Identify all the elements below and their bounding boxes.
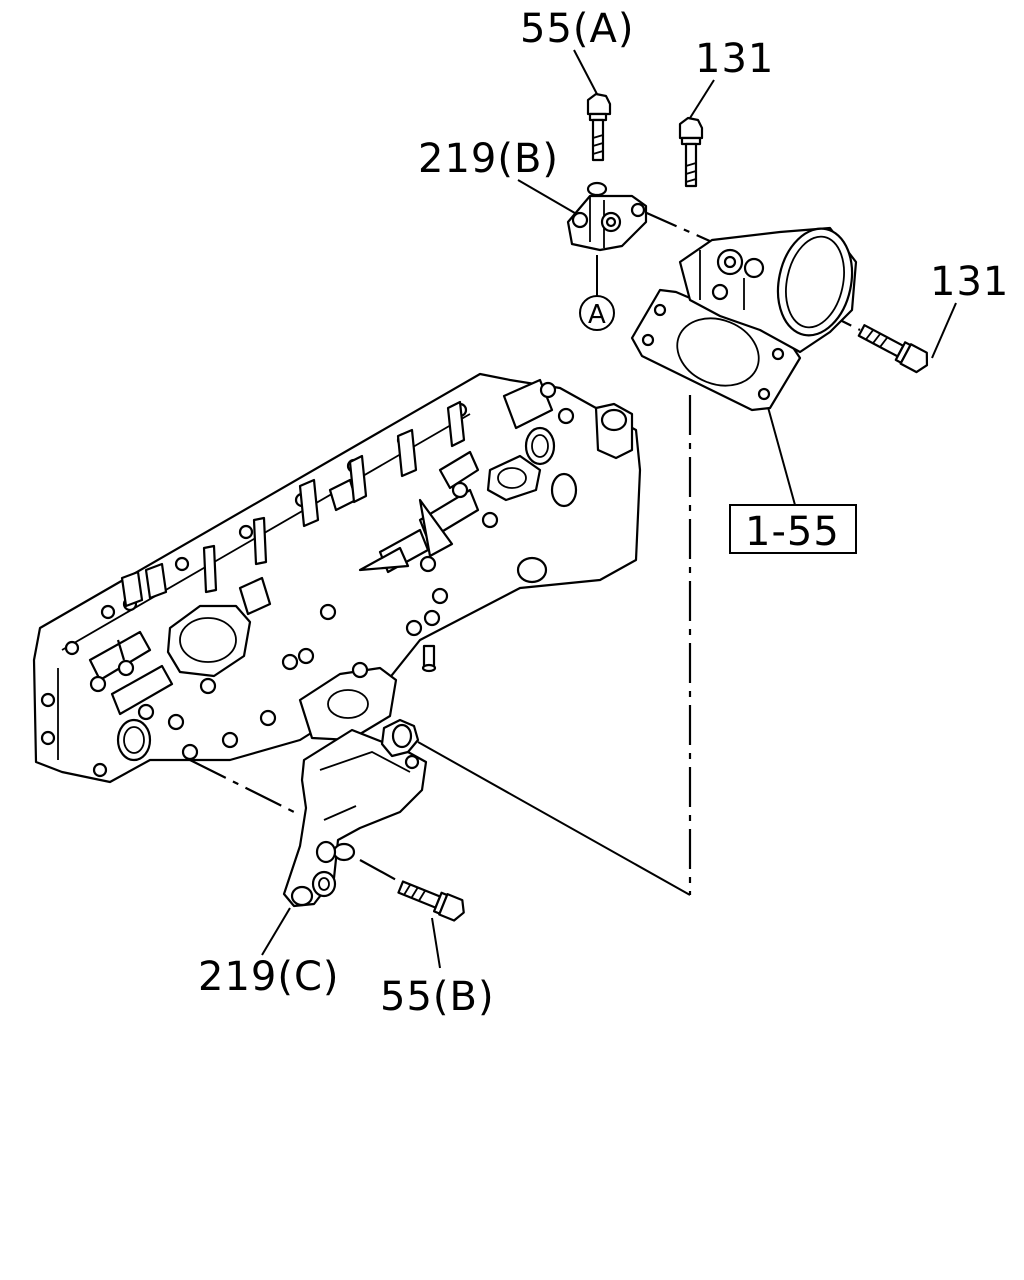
ref-box-label: 1-55 — [745, 509, 840, 555]
manifold-ports — [116, 426, 578, 762]
label-55b: 55(B) — [380, 974, 495, 1020]
bracket-219b — [566, 194, 648, 252]
label-131-right: 131 — [930, 259, 1009, 305]
bolt-55a — [586, 92, 612, 197]
bolt-131-right — [857, 324, 929, 374]
bolt-55b — [397, 880, 465, 922]
ref-box-1-55[interactable]: 1-55 — [729, 504, 857, 555]
label-55a: 55(A) — [520, 6, 634, 52]
manifold-bosses — [89, 381, 575, 761]
leader-lines — [261, 49, 957, 969]
bracket-219c — [282, 718, 428, 908]
callout-a: A — [579, 295, 615, 331]
runner-tubes — [88, 378, 554, 716]
label-219c: 219(C) — [198, 954, 340, 1000]
callout-a-label: A — [588, 300, 606, 330]
manifold-ribs — [120, 400, 466, 616]
label-131-top: 131 — [695, 36, 774, 82]
bolt-131-top — [678, 116, 704, 188]
label-219b: 219(B) — [418, 136, 559, 182]
throttle-body — [630, 226, 858, 412]
intake-manifold — [32, 372, 642, 784]
